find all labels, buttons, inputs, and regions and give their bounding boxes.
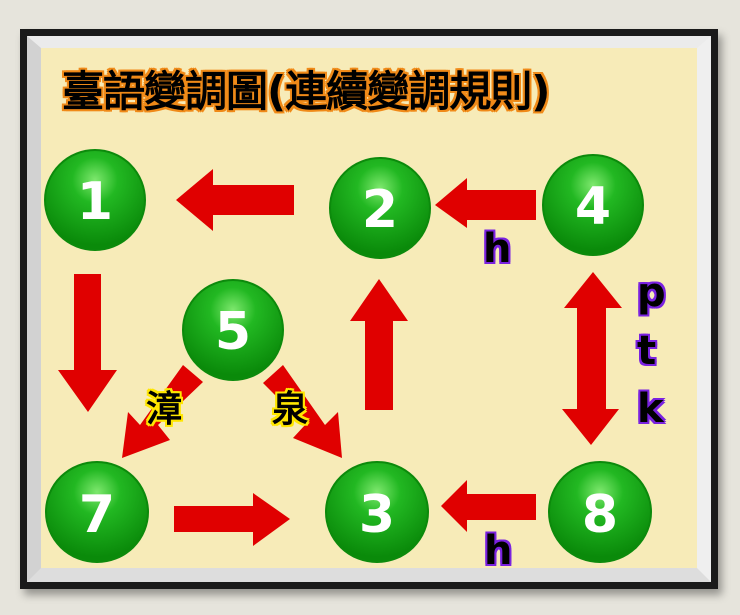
edge-label-h-4-to-2: h [483,226,512,272]
node-3: 3 [325,461,429,563]
node-2: 2 [329,157,431,259]
frame-mat-bevel [27,36,711,582]
edge-label-quan: 泉 [272,389,309,430]
arrow-4-8-bidirectional [562,272,622,445]
edge-label-zhang: 漳 [146,389,183,430]
svg-text:8: 8 [582,485,618,545]
arrow-3-to-2 [350,279,408,410]
node-8: 8 [548,461,652,563]
node-5: 5 [182,279,284,381]
svg-text:2: 2 [362,180,398,240]
edge-label-t: t [637,328,657,374]
svg-text:4: 4 [575,177,611,237]
arrow-5-to-7 [122,365,203,458]
arrow-7-to-3 [174,493,290,546]
svg-text:7: 7 [79,485,115,545]
edge-label-p: p [637,270,666,316]
edge-label-h-8-to-3: h [484,528,513,574]
arrow-4-to-2 [435,178,536,228]
diagram-title: 臺語變調圖(連續變調規則) [62,67,550,116]
arrow-5-to-3 [263,365,342,458]
arrow-8-to-3 [441,480,536,532]
node-7: 7 [45,461,149,563]
edge-label-k: k [637,386,664,432]
svg-text:1: 1 [77,172,113,232]
node-1: 1 [44,149,146,251]
node-4: 4 [542,154,644,256]
svg-text:5: 5 [215,302,251,362]
svg-text:3: 3 [359,485,395,545]
arrow-2-to-1 [176,169,294,231]
arrow-1-to-7 [58,274,117,412]
